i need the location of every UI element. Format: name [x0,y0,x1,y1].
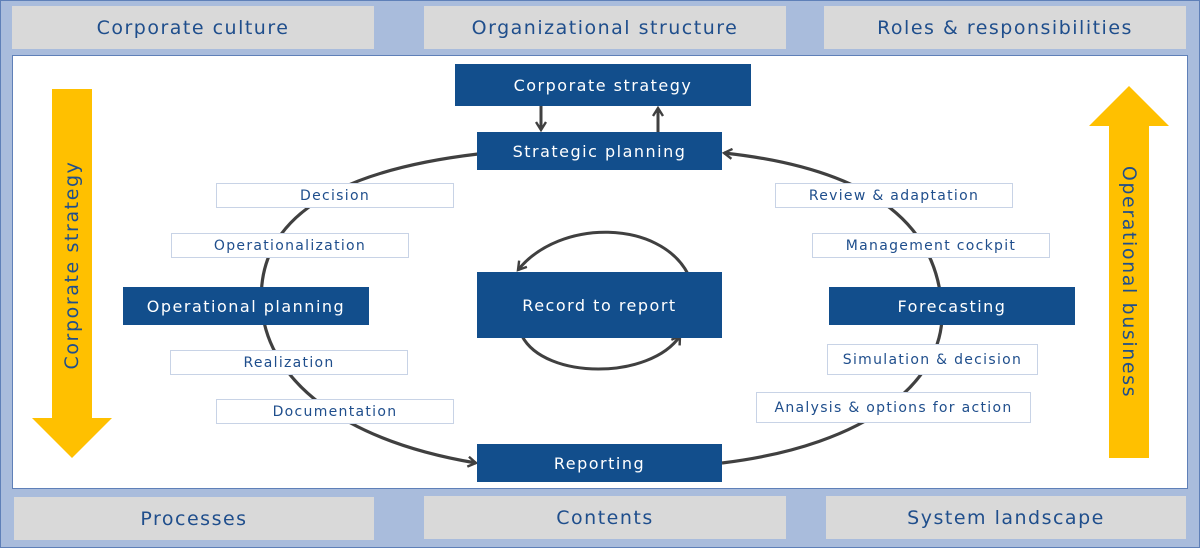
step-realization-label: Realization [243,354,335,371]
step-decision: Decision [216,183,454,208]
roles-responsibilities-box: Roles & responsibilities [824,6,1186,49]
right-arrow-label: Operational business [1118,165,1140,399]
system-landscape-box: System landscape [826,496,1186,539]
corporate-strategy-node-label: Corporate strategy [513,75,693,95]
strategic-planning-node-label: Strategic planning [512,141,687,161]
step-review-adaptation: Review & adaptation [775,183,1013,208]
step-operationalization-label: Operationalization [213,237,367,254]
step-operationalization: Operationalization [171,233,409,258]
step-simulation-decision: Simulation & decision [827,344,1038,375]
organizational-structure-label: Organizational structure [471,16,739,39]
system-landscape-label: System landscape [907,506,1105,529]
corporate-strategy-node: Corporate strategy [455,64,751,106]
record-cycle-bottom-arc [520,336,680,371]
forecasting-node: Forecasting [829,287,1075,325]
contents-box: Contents [424,496,786,539]
reporting-node-label: Reporting [553,453,646,473]
organizational-structure-box: Organizational structure [424,6,786,49]
corporate-culture-label: Corporate culture [96,16,290,39]
roles-responsibilities-label: Roles & responsibilities [877,16,1133,39]
processes-box: Processes [14,497,374,540]
reporting-node: Reporting [477,444,722,482]
processes-label: Processes [140,507,248,530]
step-management-cockpit-label: Management cockpit [845,237,1017,254]
strategic-planning-node: Strategic planning [477,132,722,170]
operational-planning-node: Operational planning [123,287,369,325]
step-documentation: Documentation [216,399,454,424]
left-arrow-label: Corporate strategy [61,160,83,370]
step-analysis-options-label: Analysis & options for action [774,399,1013,416]
forecasting-node-label: Forecasting [897,296,1007,316]
step-documentation-label: Documentation [272,403,398,420]
corporate-culture-box: Corporate culture [12,6,374,49]
record-cycle-top-arc [518,230,690,275]
step-management-cockpit: Management cockpit [812,233,1050,258]
record-to-report-node-label: Record to report [522,295,677,315]
contents-label: Contents [556,506,654,529]
step-analysis-options: Analysis & options for action [756,392,1031,423]
step-review-adaptation-label: Review & adaptation [808,187,980,204]
left-down-arrow [32,89,112,458]
step-simulation-decision-label: Simulation & decision [842,351,1023,368]
step-decision-label: Decision [299,187,370,204]
operational-planning-node-label: Operational planning [146,296,346,316]
record-to-report-node: Record to report [477,272,722,338]
step-realization: Realization [170,350,408,375]
right-up-arrow [1089,86,1169,458]
